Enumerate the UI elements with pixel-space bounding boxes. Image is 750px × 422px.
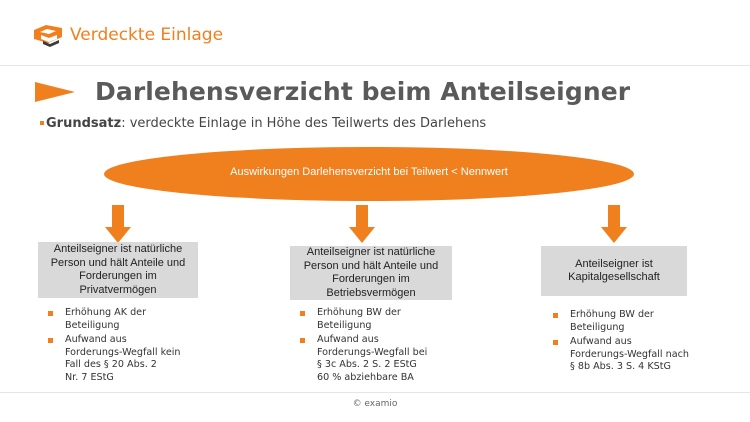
consequence-list-business: Erhöhung BW der Beteiligung Aufwand aus … <box>296 307 466 386</box>
bullet-icon <box>48 338 53 343</box>
list-item: Erhöhung BW der Beteiligung <box>549 309 719 334</box>
copyright: © examio <box>352 399 398 409</box>
list-item: Erhöhung BW der Beteiligung <box>296 307 466 332</box>
case-box-corporation: Anteilseigner ist Kapitalgesellschaft <box>541 246 687 296</box>
down-arrow-icon <box>349 205 375 243</box>
page-title: Darlehensverzicht beim Anteilseigner <box>95 77 631 106</box>
bullet-icon <box>48 311 53 316</box>
app-title: Verdeckte Einlage <box>70 25 224 45</box>
consequence-list-private: Erhöhung AK der Beteiligung Aufwand aus … <box>44 307 204 386</box>
effects-ellipse <box>104 147 634 201</box>
list-item: Aufwand aus Forderungs-Wegfall kein Fall… <box>44 334 204 384</box>
effects-ellipse-label: Auswirkungen Darlehensverzicht bei Teilw… <box>230 166 508 178</box>
graduation-book-icon <box>34 25 62 47</box>
header: Verdeckte Einlage <box>0 0 750 68</box>
title-arrow-icon <box>35 82 75 102</box>
down-arrow-icon <box>105 205 131 243</box>
list-item: Aufwand aus Forderungs-Wegfall bei § 3c … <box>296 334 466 384</box>
principle-label: Grundsatz <box>46 116 122 131</box>
principle-bullet: Grundsatz: verdeckte Einlage in Höhe des… <box>40 116 487 131</box>
principle-text: : verdeckte Einlage in Höhe des Teilwert… <box>121 116 487 131</box>
header-divider <box>0 65 750 66</box>
bullet-icon <box>40 121 44 125</box>
bullet-icon <box>553 313 558 318</box>
bullet-icon <box>300 338 305 343</box>
consequence-list-corporation: Erhöhung BW der Beteiligung Aufwand aus … <box>549 309 719 376</box>
list-item: Erhöhung AK der Beteiligung <box>44 307 204 332</box>
bullet-icon <box>553 340 558 345</box>
down-arrow-icon <box>601 205 627 243</box>
footer-divider <box>0 392 750 393</box>
bullet-icon <box>300 311 305 316</box>
case-box-business: Anteilseigner ist natürliche Person und … <box>290 246 452 300</box>
case-box-private: Anteilseigner ist natürliche Person und … <box>38 242 198 298</box>
list-item: Aufwand aus Forderungs-Wegfall nach § 8b… <box>549 336 719 374</box>
